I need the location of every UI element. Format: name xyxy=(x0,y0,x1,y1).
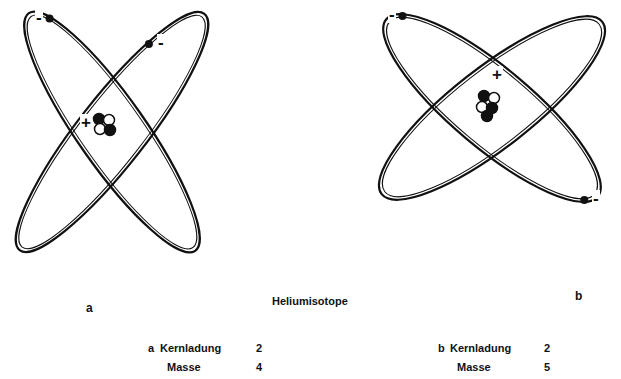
caption-number: 2 xyxy=(256,343,262,354)
electron xyxy=(46,15,54,23)
caption-number: 2 xyxy=(544,343,550,354)
nucleus-charge: + xyxy=(80,114,92,131)
electron-charge: - xyxy=(388,6,396,23)
electrons xyxy=(46,12,589,204)
nucleus xyxy=(477,91,500,122)
electron xyxy=(145,40,153,48)
caption-text: Masse xyxy=(457,362,491,373)
caption-letter: b xyxy=(438,343,445,354)
electron xyxy=(399,12,407,20)
electron-charge: - xyxy=(157,34,165,51)
nucleus xyxy=(94,114,116,136)
orbit xyxy=(362,0,621,221)
caption-text: Kernladung xyxy=(450,343,511,354)
caption-text: Masse xyxy=(167,362,201,373)
orbit xyxy=(6,0,219,265)
orbit xyxy=(366,0,619,222)
title: Heliumisotope xyxy=(272,296,348,307)
caption-number: 4 xyxy=(256,362,262,373)
orbit xyxy=(357,0,621,226)
nucleus-charge: + xyxy=(491,66,503,83)
caption-letter: a xyxy=(148,343,154,354)
electron xyxy=(580,196,588,204)
orbit xyxy=(361,0,621,227)
electron-charge: - xyxy=(35,9,43,26)
electron-charge: - xyxy=(592,190,600,207)
figure-letter: a xyxy=(86,302,93,314)
caption-number: 5 xyxy=(544,362,550,373)
orbit xyxy=(0,0,226,266)
atom-a xyxy=(0,0,231,271)
orbit xyxy=(0,0,231,271)
orbit xyxy=(1,0,223,270)
figure-letter: b xyxy=(575,290,582,302)
caption-text: Kernladung xyxy=(160,343,221,354)
atom-b xyxy=(357,0,621,227)
